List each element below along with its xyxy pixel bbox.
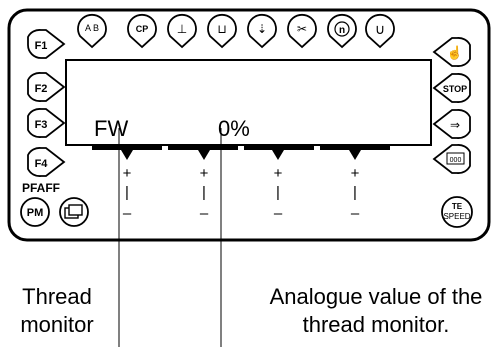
indicator-plus-3: + (274, 165, 283, 182)
te-label: TE (452, 202, 463, 211)
reverse-n-icon: n (339, 25, 345, 36)
key-stop[interactable]: STOP (432, 73, 471, 103)
callout-analogue-line-1: Analogue value of the (269, 284, 483, 309)
indicator-bar-3: | (276, 184, 280, 201)
indicator-plus-1: + (123, 165, 132, 182)
pointer-3 (272, 150, 284, 160)
counter-icon: 000 (450, 157, 462, 164)
callout-thread-monitor: Thread monitor (2, 283, 112, 339)
brand-label: PFAFF (22, 181, 60, 195)
magnet-icon: ∪ (375, 21, 385, 37)
key-f1-label: F1 (35, 40, 48, 52)
callout-analogue-line-2: thread monitor. (302, 312, 450, 337)
callout-thread-line-2: monitor (20, 312, 94, 337)
key-f4[interactable]: F4 (27, 147, 66, 177)
top-key-2[interactable]: CP (127, 13, 157, 49)
left-keys: F1 F2 F3 F4 (27, 29, 66, 177)
top-key-6[interactable]: ✂ (287, 13, 317, 49)
stitch-count-icon: CP (136, 24, 149, 34)
pointer-1 (121, 150, 133, 160)
segment-bar-4 (320, 145, 390, 150)
indicator-bar-1: | (125, 184, 129, 201)
segment-bar-1 (92, 145, 162, 150)
indicator-minus-3: – (274, 205, 283, 222)
presser-foot-icon: ⊔ (217, 22, 226, 36)
indicator-bar-4: | (353, 184, 357, 201)
right-keys: ☝ STOP ⇒ 000 (432, 37, 471, 174)
indicator-columns: + | – + | – + | – + | – (123, 165, 360, 222)
indicator-minus-4: – (351, 205, 360, 222)
key-forward[interactable]: ⇒ (432, 109, 471, 139)
key-f3[interactable]: F3 (27, 108, 66, 138)
tack-icon: ⇣ (257, 22, 267, 36)
scissors-icon: ✂ (297, 22, 307, 36)
indicator-minus-2: – (200, 205, 209, 222)
display-mode-text: FW (94, 116, 128, 141)
indicator-plus-2: + (200, 165, 209, 182)
top-keys: A B CP ⊥ ⊔ ⇣ ✂ n ∪ (77, 13, 395, 49)
needle-position-icon: ⊥ (177, 22, 187, 36)
top-key-1[interactable]: A B (77, 13, 107, 49)
top-key-4[interactable]: ⊔ (207, 13, 237, 49)
pointer-4 (349, 150, 361, 160)
speed-label: SPEED (443, 212, 470, 221)
key-f2[interactable]: F2 (27, 72, 66, 102)
key-pm[interactable]: PM (20, 197, 50, 227)
thread-tension-icon: A B (85, 23, 99, 33)
pointer-2 (198, 150, 210, 160)
hand-icon: ☝ (447, 44, 463, 61)
window-icon (64, 204, 83, 219)
forward-arrow-icon: ⇒ (450, 118, 460, 132)
indicator-minus-1: – (123, 205, 132, 222)
key-f3-label: F3 (35, 119, 48, 131)
key-f2-label: F2 (35, 83, 48, 95)
display-value-text: 0% (218, 116, 250, 141)
top-key-7[interactable]: n (327, 13, 357, 49)
top-key-5[interactable]: ⇣ (247, 13, 277, 49)
indicator-plus-4: + (351, 165, 360, 182)
stop-icon: STOP (443, 84, 467, 94)
segment-bars (92, 145, 390, 160)
top-key-3[interactable]: ⊥ (167, 13, 197, 49)
callout-thread-line-1: Thread (22, 284, 92, 309)
key-f4-label: F4 (35, 158, 49, 170)
key-f1[interactable]: F1 (27, 29, 66, 59)
indicator-bar-2: | (202, 184, 206, 201)
top-key-8[interactable]: ∪ (365, 13, 395, 49)
lcd-display (65, 59, 432, 146)
segment-bar-2 (168, 145, 238, 150)
counter-box (446, 152, 465, 165)
key-pm-label: PM (27, 207, 44, 219)
key-counter[interactable]: 000 (432, 144, 471, 174)
segment-bar-3 (244, 145, 314, 150)
key-window[interactable] (59, 197, 89, 227)
key-hand[interactable]: ☝ (432, 37, 471, 67)
callout-analogue-value: Analogue value of the thread monitor. (248, 283, 504, 339)
key-te-speed[interactable]: TE SPEED (441, 196, 473, 228)
